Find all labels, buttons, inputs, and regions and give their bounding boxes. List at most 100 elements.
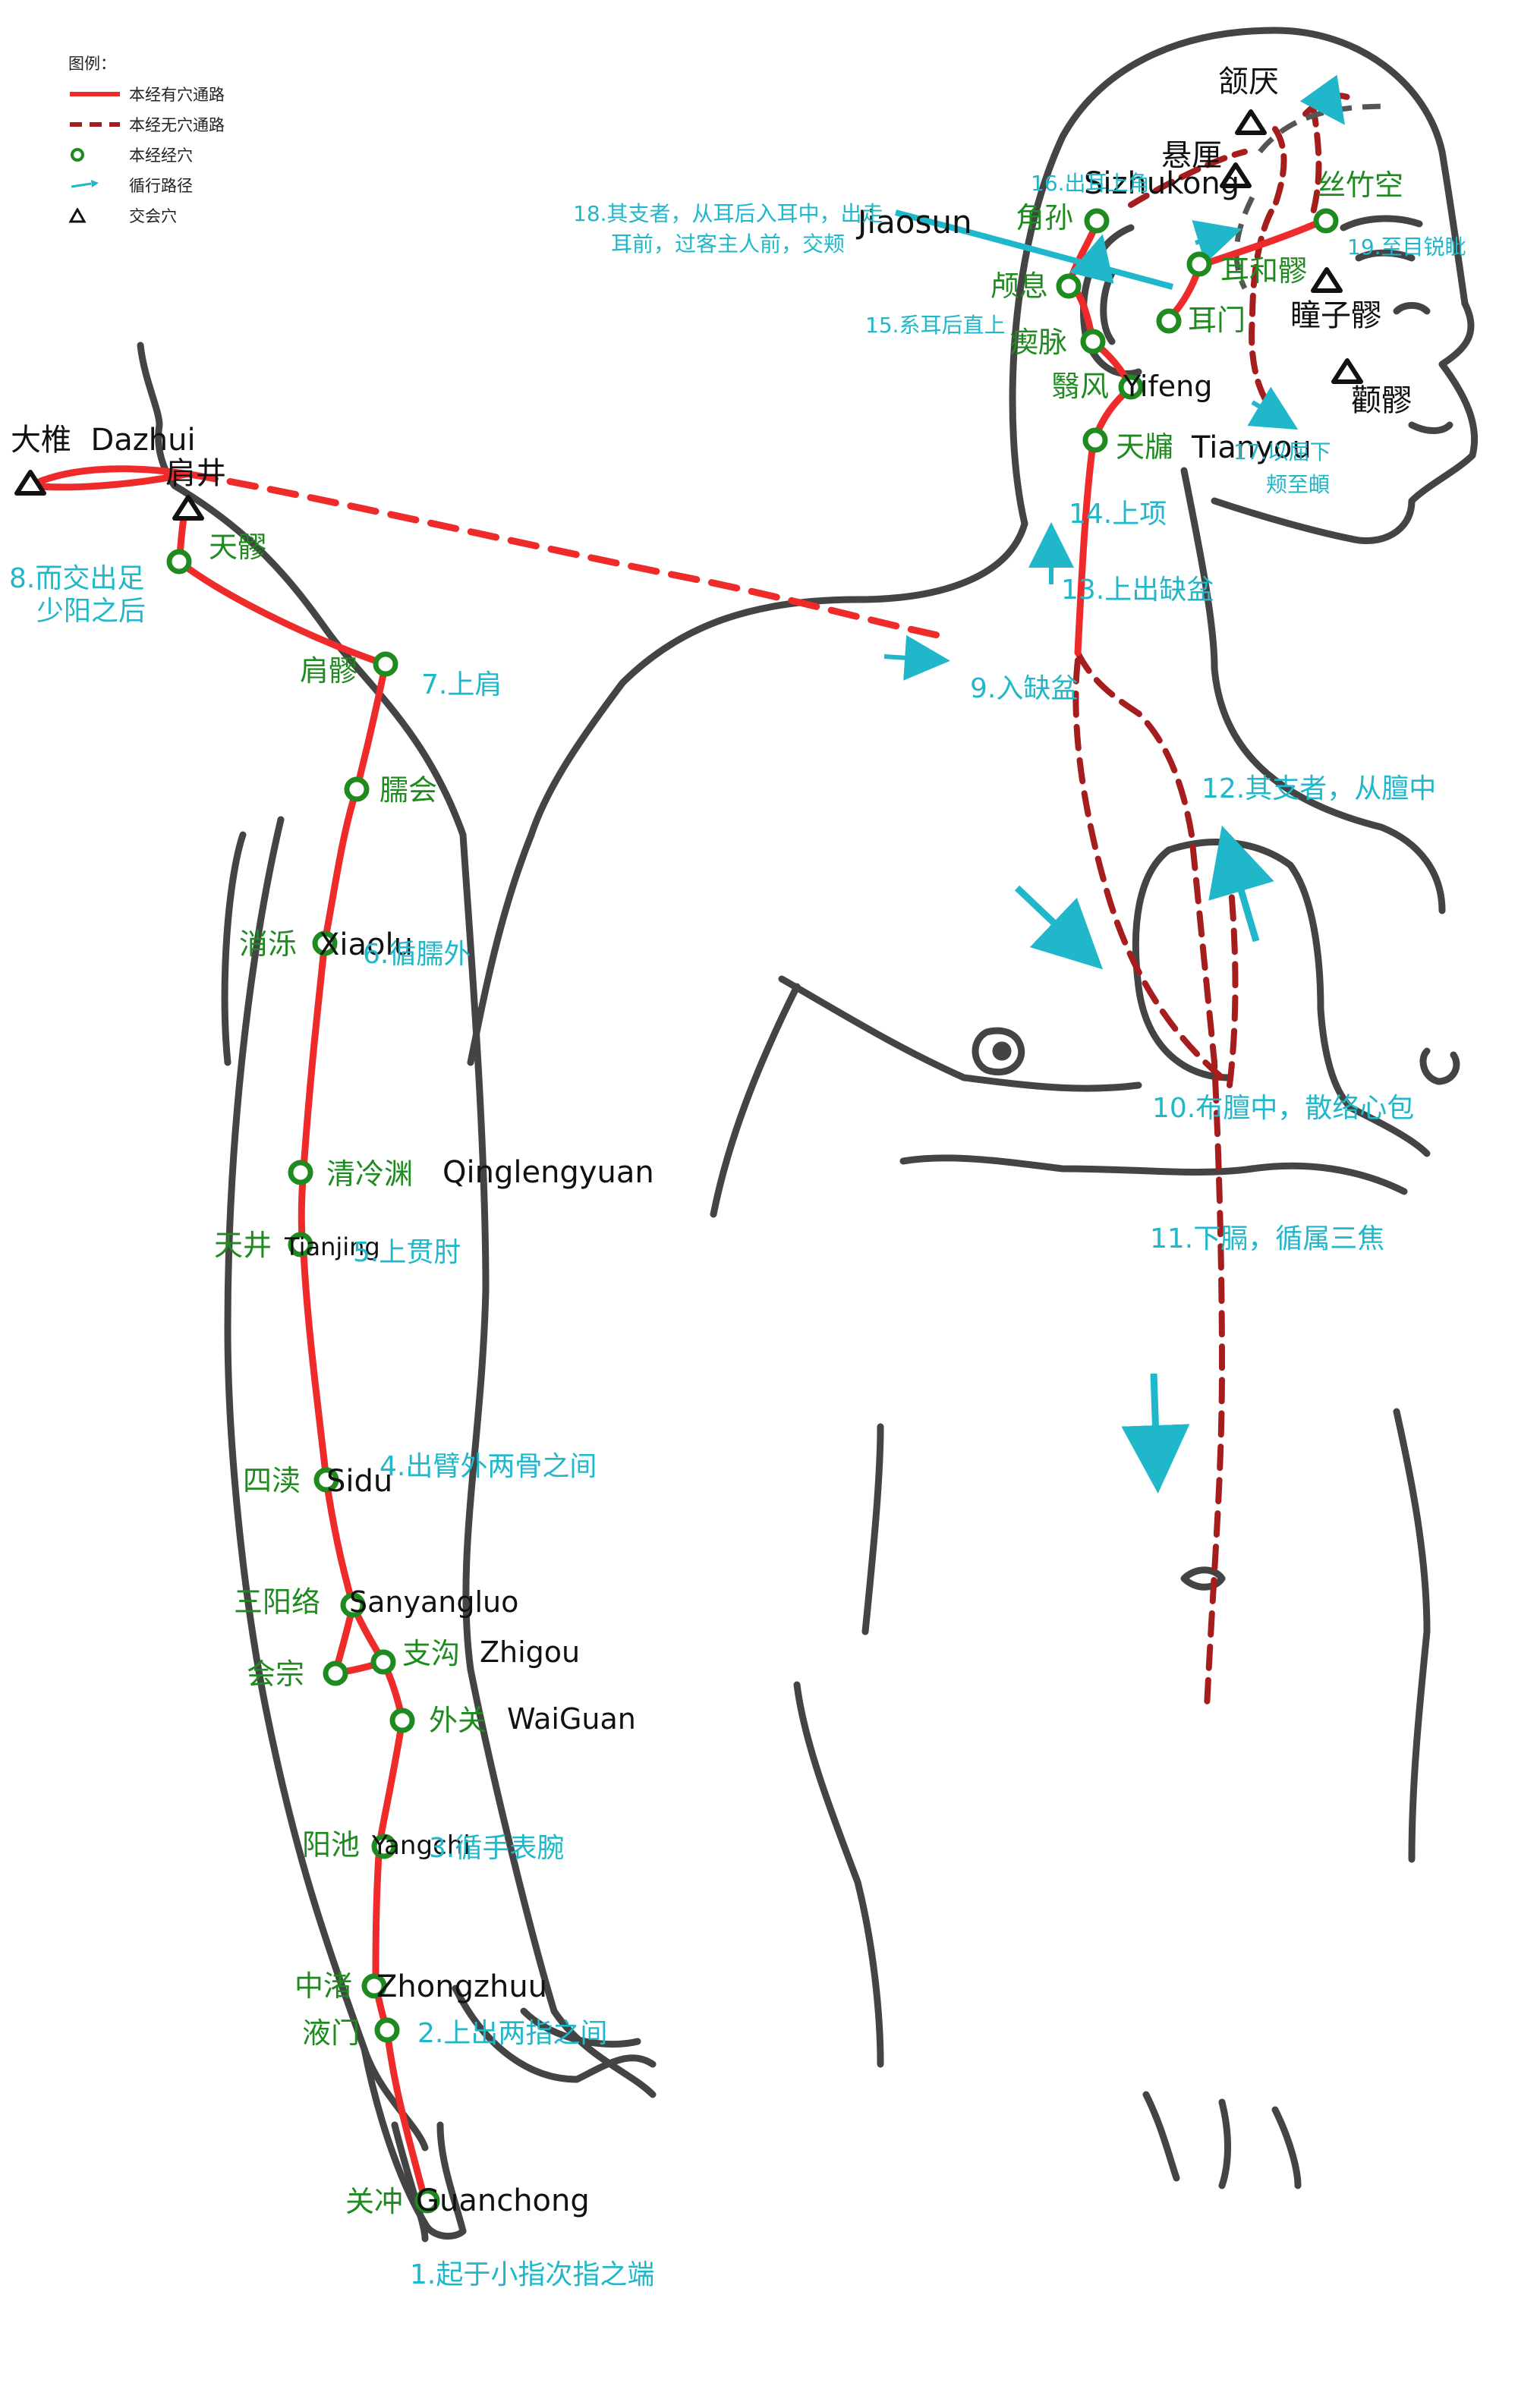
label-jianjing: 肩井 bbox=[165, 456, 226, 491]
label-sanyangluo-pinyin: Sanyangluo bbox=[349, 1585, 519, 1619]
step-14: 14.上项 bbox=[1069, 499, 1167, 530]
label-jianliao: 肩髎 bbox=[300, 654, 358, 688]
legend-label: 本经经穴 bbox=[129, 146, 193, 165]
dashed-path-shoulder bbox=[186, 471, 953, 641]
label-sidu: 四渎 bbox=[243, 1464, 301, 1497]
label-sizhukong: 丝竹空 bbox=[1317, 168, 1404, 202]
point-sizhukong bbox=[1313, 208, 1339, 234]
step-12: 12.其支者，从膻中 bbox=[1201, 773, 1437, 804]
point-tianliao bbox=[166, 549, 192, 574]
label-yangchi: 阳池 bbox=[302, 1828, 361, 1862]
step-13: 13.上出缺盆 bbox=[1061, 574, 1214, 606]
legend-label: 本经无穴通路 bbox=[129, 116, 225, 134]
step-5: 5.上贯肘 bbox=[353, 1237, 461, 1268]
label-yangchi-pinyin: Yangchi bbox=[372, 1830, 471, 1861]
label-xuanli: 悬厘 bbox=[1161, 138, 1222, 173]
step-8a: 8.而交出足 bbox=[9, 563, 145, 594]
triangle-xuanli bbox=[1220, 162, 1252, 188]
green-circle-icon bbox=[68, 147, 121, 162]
legend-item-dashed: 本经无穴通路 bbox=[68, 109, 225, 140]
legend-label: 交会穴 bbox=[129, 207, 177, 225]
cyan-arrow-icon bbox=[68, 178, 121, 193]
step-18b: 耳前，过客主人前，交颊 bbox=[611, 231, 846, 257]
step-18a: 18.其支者，从耳后入耳中，出走 bbox=[573, 201, 883, 226]
point-yangchi bbox=[371, 1834, 397, 1859]
point-ermen bbox=[1156, 308, 1182, 334]
step-4: 4.出臂外两骨之间 bbox=[380, 1451, 597, 1482]
step-16: 16.出耳上角 bbox=[1031, 171, 1150, 196]
solid-line-swatch bbox=[68, 87, 121, 102]
point-tianyou bbox=[1082, 427, 1108, 453]
label-tongziliao: 瞳子髎 bbox=[1290, 298, 1381, 333]
step-1: 1.起于小指次指之端 bbox=[410, 2259, 655, 2290]
point-luxi bbox=[1056, 273, 1082, 299]
route-arrows bbox=[883, 74, 1345, 1494]
label-qinglengyuan: 清冷渊 bbox=[326, 1157, 414, 1191]
point-sidu bbox=[313, 1467, 339, 1493]
label-zhongzhu-pinyin: Zhongzhuu bbox=[376, 1969, 548, 2004]
label-zhongzhu: 中渚 bbox=[294, 1969, 353, 2003]
label-sizhukong-pinyin: Sizhukong bbox=[1084, 166, 1240, 201]
point-chimai bbox=[1080, 329, 1106, 354]
step-15: 15.系耳后直上 bbox=[865, 313, 1006, 338]
label-tianjing: 天井 bbox=[214, 1229, 272, 1262]
step-10: 10.布膻中，散络心包 bbox=[1152, 1093, 1415, 1124]
step-8b: 少阳之后 bbox=[36, 596, 146, 627]
point-qinglengyuan bbox=[288, 1160, 313, 1185]
step-17b: 颊至頔 bbox=[1266, 472, 1331, 497]
point-yifeng bbox=[1118, 374, 1144, 400]
label-qinglengyuan-pinyin: Qinglengyuan bbox=[442, 1155, 654, 1190]
legend-item-solid: 本经有穴通路 bbox=[68, 79, 225, 109]
triangle-icon bbox=[68, 208, 121, 223]
point-zhigou bbox=[370, 1649, 396, 1675]
point-yemen bbox=[374, 2017, 400, 2043]
step-7: 7.上肩 bbox=[421, 669, 502, 700]
point-waiguan bbox=[389, 1708, 415, 1733]
legend: 图例： 本经有穴通路 本经无穴通路 本经经穴 循行路径 交会穴 bbox=[68, 52, 225, 231]
point-naohui bbox=[344, 776, 370, 802]
label-hanyan: 颔厌 bbox=[1218, 65, 1279, 99]
label-tianjing-pinyin: Tianjing bbox=[285, 1232, 380, 1261]
legend-title: 图例： bbox=[68, 55, 116, 73]
triangle-tongziliao bbox=[1311, 267, 1343, 293]
step-11: 11.下膈，循属三焦 bbox=[1150, 1223, 1385, 1254]
label-xiaoluo-pinyin: Xiaolu bbox=[319, 927, 413, 962]
label-waiguan-pinyin: WaiGuan bbox=[507, 1702, 636, 1736]
point-erheliao bbox=[1186, 251, 1212, 277]
label-quanliao: 颧髎 bbox=[1351, 383, 1412, 418]
step-3: 3.循手表腕 bbox=[429, 1833, 565, 1864]
label-sanyangluo: 三阳络 bbox=[234, 1585, 321, 1619]
label-tianyou-pinyin: Tianyou bbox=[1192, 430, 1312, 465]
step-2: 2.上出两指之间 bbox=[417, 2018, 608, 2049]
label-yifeng: 翳风 bbox=[1051, 370, 1110, 403]
point-huizong bbox=[323, 1660, 348, 1686]
point-jianliao bbox=[373, 651, 398, 677]
label-guanchong-pinyin: Guanchong bbox=[416, 2183, 590, 2218]
label-sidu-pinyin: Sidu bbox=[326, 1464, 393, 1499]
legend-item-triangle: 交会穴 bbox=[68, 200, 225, 231]
label-waiguan: 外关 bbox=[429, 1704, 487, 1737]
label-chimai: 瘈脉 bbox=[1009, 326, 1068, 359]
acupoint-markers bbox=[166, 208, 1339, 2214]
dashed-path-internal bbox=[1072, 650, 1239, 1711]
label-luxi: 颅息 bbox=[990, 269, 1049, 303]
label-yifeng-pinyin: Yifeng bbox=[1123, 370, 1213, 403]
label-jiaosun-pinyin: Jiaosun bbox=[858, 203, 972, 241]
point-sanyangluo bbox=[340, 1592, 366, 1618]
label-guanchong: 关冲 bbox=[345, 2185, 404, 2218]
crossing-point-markers bbox=[14, 109, 1363, 521]
branch-18-line bbox=[894, 209, 1174, 290]
triangle-dazhui bbox=[14, 470, 46, 496]
legend-item-point: 本经经穴 bbox=[68, 140, 225, 170]
point-tianjing bbox=[288, 1232, 313, 1258]
label-erheliao: 耳和髎 bbox=[1220, 254, 1308, 288]
label-ermen: 耳门 bbox=[1188, 304, 1246, 337]
label-jiaosun: 角孙 bbox=[1016, 201, 1074, 235]
point-xiaoluo bbox=[312, 930, 338, 956]
label-tianliao: 天髎 bbox=[209, 530, 267, 564]
point-guanchong bbox=[414, 2188, 440, 2214]
step-17a: 17.以屈下 bbox=[1233, 439, 1331, 464]
label-dazhui: 大椎 Dazhui bbox=[11, 423, 196, 458]
